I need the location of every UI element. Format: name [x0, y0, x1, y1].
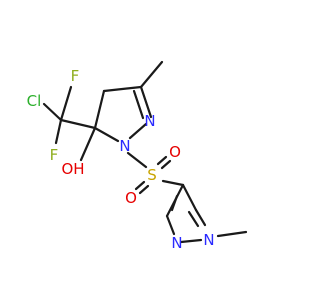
bond-c-f-lower: [54, 118, 63, 145]
bond-s-o-lower-b: [138, 184, 150, 195]
atom-label-f-upper: F: [71, 67, 80, 85]
bond-c-cl: [42, 102, 63, 122]
bond-s-pyrazole: [161, 179, 185, 187]
bond-s-o-lower-a: [134, 180, 146, 191]
bond-s-o-upper-b: [160, 159, 172, 170]
bond-n1-s: [126, 151, 148, 169]
atom-label-layer: Cl F F OH N N S O O N N: [27, 67, 215, 252]
bond-pz-c3-n2: [165, 214, 176, 236]
bond-pz-n1-methyl: [216, 230, 248, 238]
bond-c3-methyl: [139, 60, 164, 89]
bond-n1-c5: [93, 126, 120, 143]
bond-c3-n2: [139, 85, 153, 119]
atom-label-pyrazole-n2: N: [171, 234, 182, 252]
bond-n2-n1: [128, 122, 148, 140]
atom-label-f-lower: F: [50, 146, 59, 164]
bond-layer: [42, 60, 248, 244]
atom-label-sulfonyl-o-lower: O: [125, 189, 137, 207]
bond-c4-c3: [102, 85, 143, 93]
atom-label-pyrazole-n1: N: [203, 231, 214, 249]
bond-pz-c5-n1-double: [187, 210, 200, 228]
bond-pz-c4-c3-double: [170, 194, 179, 212]
atom-label-ring-n2: N: [144, 112, 155, 130]
bond-pz-c5-n1: [194, 208, 207, 227]
bond-s-o-upper-a: [156, 155, 168, 166]
bond-pz-c4-c5: [181, 183, 198, 212]
molecule-structure-diagram: Cl F F OH N N S O O N N: [27, 60, 248, 252]
atom-label-hydroxyl: OH: [61, 160, 84, 178]
bond-c5-oh: [79, 126, 97, 162]
atom-label-cl: Cl: [27, 92, 42, 110]
atom-label-sulfur: S: [147, 166, 157, 184]
bond-pz-n2-n1: [179, 238, 203, 244]
atom-label-sulfonyl-o-upper: O: [169, 143, 181, 161]
bond-c3-n2-double: [132, 89, 145, 120]
bond-c5-c4: [93, 89, 106, 130]
bond-c-f-upper: [59, 85, 73, 122]
atom-label-ring-n1: N: [119, 137, 130, 155]
bond-c-c5: [59, 118, 97, 130]
